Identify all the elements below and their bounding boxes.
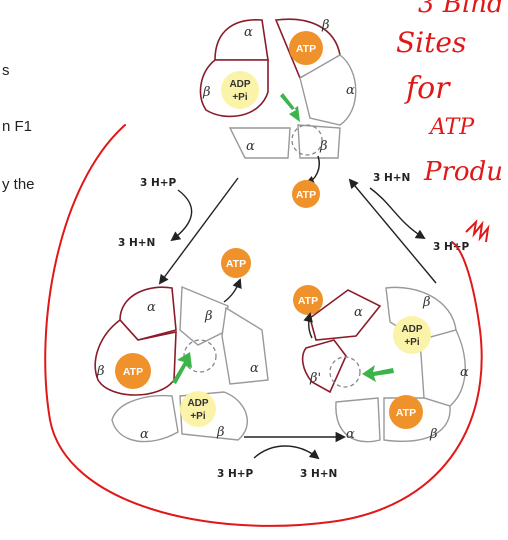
left-text-fragment: n F1 [2, 118, 33, 135]
label-alpha: α [250, 361, 259, 376]
handwritten-note-line: Produ [423, 157, 503, 187]
atp-sphere [293, 285, 323, 315]
bottom-left-f1-head: ATP ADP +Pi α β α β α β [94, 278, 269, 443]
subunit-alpha [119, 286, 177, 341]
subunit-alpha-right [299, 54, 357, 126]
pi-label: +Pi [232, 92, 248, 103]
atp-sphere [292, 180, 320, 208]
adp-sphere [393, 316, 431, 354]
dashed-gamma-circle-icon [291, 124, 323, 156]
label-alpha: α [244, 25, 253, 40]
pi-label: +Pi [404, 337, 420, 348]
top-f1-head: ATP ADP +Pi α β β α α β [199, 18, 357, 159]
label-alpha: α [346, 427, 355, 442]
proton-label-p: 3 H+P [217, 468, 254, 480]
subunit-alpha [111, 394, 179, 443]
subunit-alpha [335, 397, 381, 443]
red-scribble-mark [465, 219, 490, 243]
bottom-right-f1-head: ADP +Pi ATP α β β' α α β [301, 286, 469, 443]
label-alpha: α [346, 83, 355, 98]
label-beta: β [216, 425, 225, 440]
label-beta: β [321, 18, 330, 33]
adp-sphere [221, 71, 259, 109]
dashed-gamma-circle-icon [329, 356, 361, 388]
flat-arrow-icon [158, 177, 239, 285]
label-beta-prime: β' [309, 371, 321, 386]
subunit-alpha [309, 289, 382, 341]
handwritten-note-line: 3 Bind [418, 0, 504, 19]
atp-label: ATP [226, 258, 246, 270]
atp-label: ATP [396, 407, 416, 419]
label-beta: β [319, 139, 328, 154]
subunit-beta-bottom [297, 124, 341, 159]
curved-proton-arrow-icon [369, 187, 426, 240]
curved-proton-arrow-icon [170, 189, 193, 242]
atp-sphere [221, 248, 251, 278]
curved-release-arrow-icon [303, 312, 313, 339]
adp-label: ADP [187, 398, 208, 409]
left-text-fragment: s [2, 62, 10, 79]
atp-label: ATP [296, 43, 316, 55]
label-beta: β [204, 309, 213, 324]
green-rotation-arrow-icon [362, 365, 394, 382]
label-alpha: α [354, 305, 363, 320]
proton-label-n: 3 H+N [373, 172, 410, 184]
handwritten-note-line: ATP [428, 115, 475, 140]
subunit-alpha [221, 306, 269, 385]
adp-sphere [180, 391, 216, 427]
curved-release-arrow-icon [304, 155, 320, 186]
atp-label: ATP [296, 189, 316, 201]
label-alpha: α [460, 365, 469, 380]
proton-label-p: 3 H+P [433, 241, 470, 253]
adp-label: ADP [401, 324, 422, 335]
red-freehand-loop [44, 124, 483, 527]
pi-label: +Pi [190, 411, 206, 422]
left-text-fragment: y the [2, 176, 35, 193]
label-beta: β [202, 85, 211, 100]
adp-label: ADP [229, 79, 250, 90]
flat-arrow-icon [348, 178, 437, 284]
subunit-beta [179, 285, 229, 346]
handwritten-note-line: Sites [396, 26, 466, 59]
label-alpha: α [246, 139, 255, 154]
label-beta: β [429, 427, 438, 442]
curved-proton-arrow-icon [253, 445, 320, 460]
label-beta: β [422, 295, 431, 310]
proton-label-n: 3 H+N [118, 237, 155, 249]
handwritten-note-line: for [404, 71, 451, 106]
atp-sphere [389, 395, 423, 429]
subunit-alpha-bottom [228, 127, 291, 159]
label-alpha: α [147, 300, 156, 315]
handwritten-annotations: 3 Bind Sites for ATP Produ [44, 0, 504, 527]
atp-label: ATP [123, 366, 143, 378]
label-beta: β [96, 364, 105, 379]
proton-label-p: 3 H+P [140, 177, 177, 189]
subunit-beta-prime [301, 339, 347, 394]
atp-sphere [115, 353, 151, 389]
subunit-alpha-top [214, 19, 269, 61]
green-rotation-arrow-icon [280, 93, 300, 122]
proton-label-n: 3 H+N [300, 468, 337, 480]
curved-release-arrow-icon [223, 278, 242, 303]
atp-label: ATP [298, 295, 318, 307]
atp-sphere [289, 31, 323, 65]
green-rotation-arrow-icon [172, 352, 192, 384]
label-alpha: α [140, 427, 149, 442]
